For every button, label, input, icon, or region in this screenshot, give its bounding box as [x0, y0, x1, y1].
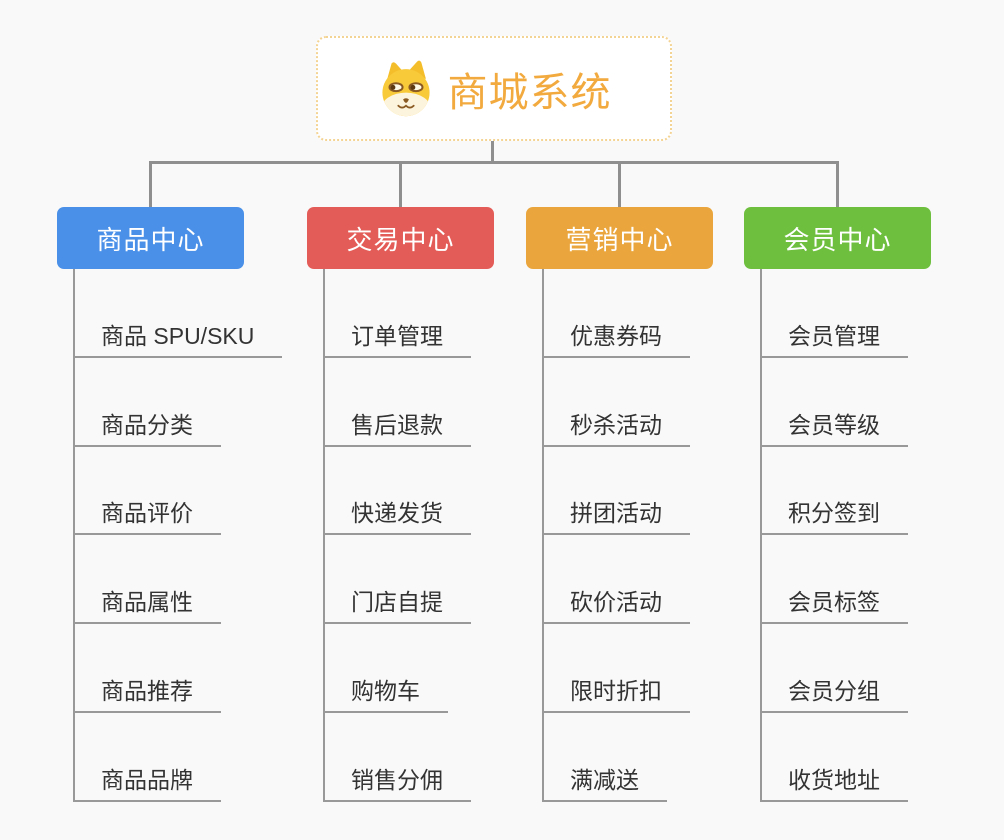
item-node[interactable]: 秒杀活动: [542, 358, 690, 447]
doge-icon: [381, 60, 430, 116]
item-node[interactable]: 门店自提: [323, 535, 471, 625]
branch-product-center[interactable]: 商品中心: [57, 207, 244, 269]
item-node[interactable]: 收货地址: [760, 713, 908, 802]
root-node[interactable]: 商城系统: [316, 36, 672, 141]
item-node[interactable]: 优惠券码: [542, 269, 690, 358]
column-line-marketing: [542, 269, 544, 802]
item-node[interactable]: 商品评价: [73, 447, 221, 536]
branch-member-center[interactable]: 会员中心: [744, 207, 931, 269]
column-line-trade: [323, 269, 325, 802]
marketing-items: 优惠券码 秒杀活动 拼团活动 砍价活动 限时折扣 满减送: [542, 269, 690, 802]
item-node[interactable]: 砍价活动: [542, 535, 690, 625]
item-node[interactable]: 会员管理: [760, 269, 908, 358]
item-node[interactable]: 销售分佣: [323, 713, 471, 802]
item-node[interactable]: 限时折扣: [542, 624, 690, 713]
root-title: 商城系统: [447, 70, 612, 115]
item-node[interactable]: 会员标签: [760, 535, 908, 625]
product-items: 商品 SPU/SKU 商品分类 商品评价 商品属性 商品推荐 商品品牌: [73, 269, 283, 802]
item-node[interactable]: 拼团活动: [542, 447, 690, 536]
item-node[interactable]: 会员分组: [760, 624, 908, 713]
connector-drop-member: [836, 161, 839, 208]
connector-root-stub: [491, 141, 494, 162]
connector-horizontal: [149, 161, 839, 164]
item-node[interactable]: 满减送: [542, 713, 667, 802]
item-node[interactable]: 商品 SPU/SKU: [73, 269, 283, 358]
member-items: 会员管理 会员等级 积分签到 会员标签 会员分组 收货地址: [760, 269, 908, 802]
item-node[interactable]: 会员等级: [760, 358, 908, 447]
connector-drop-trade: [399, 161, 402, 208]
column-line-member: [760, 269, 762, 802]
item-node[interactable]: 商品分类: [73, 358, 221, 447]
branch-trade-center[interactable]: 交易中心: [307, 207, 494, 269]
column-line-product: [73, 269, 75, 802]
item-node[interactable]: 商品品牌: [73, 713, 221, 802]
connector-drop-marketing: [618, 161, 621, 208]
item-node[interactable]: 商品属性: [73, 535, 221, 625]
trade-items: 订单管理 售后退款 快递发货 门店自提 购物车 销售分佣: [323, 269, 471, 802]
item-node[interactable]: 购物车: [323, 624, 448, 713]
branch-marketing-center[interactable]: 营销中心: [526, 207, 713, 269]
item-node[interactable]: 商品推荐: [73, 624, 221, 713]
item-node[interactable]: 售后退款: [323, 358, 471, 447]
item-node[interactable]: 快递发货: [323, 447, 471, 536]
item-node[interactable]: 订单管理: [323, 269, 471, 358]
item-node[interactable]: 积分签到: [760, 447, 908, 536]
connector-drop-product: [149, 161, 152, 208]
